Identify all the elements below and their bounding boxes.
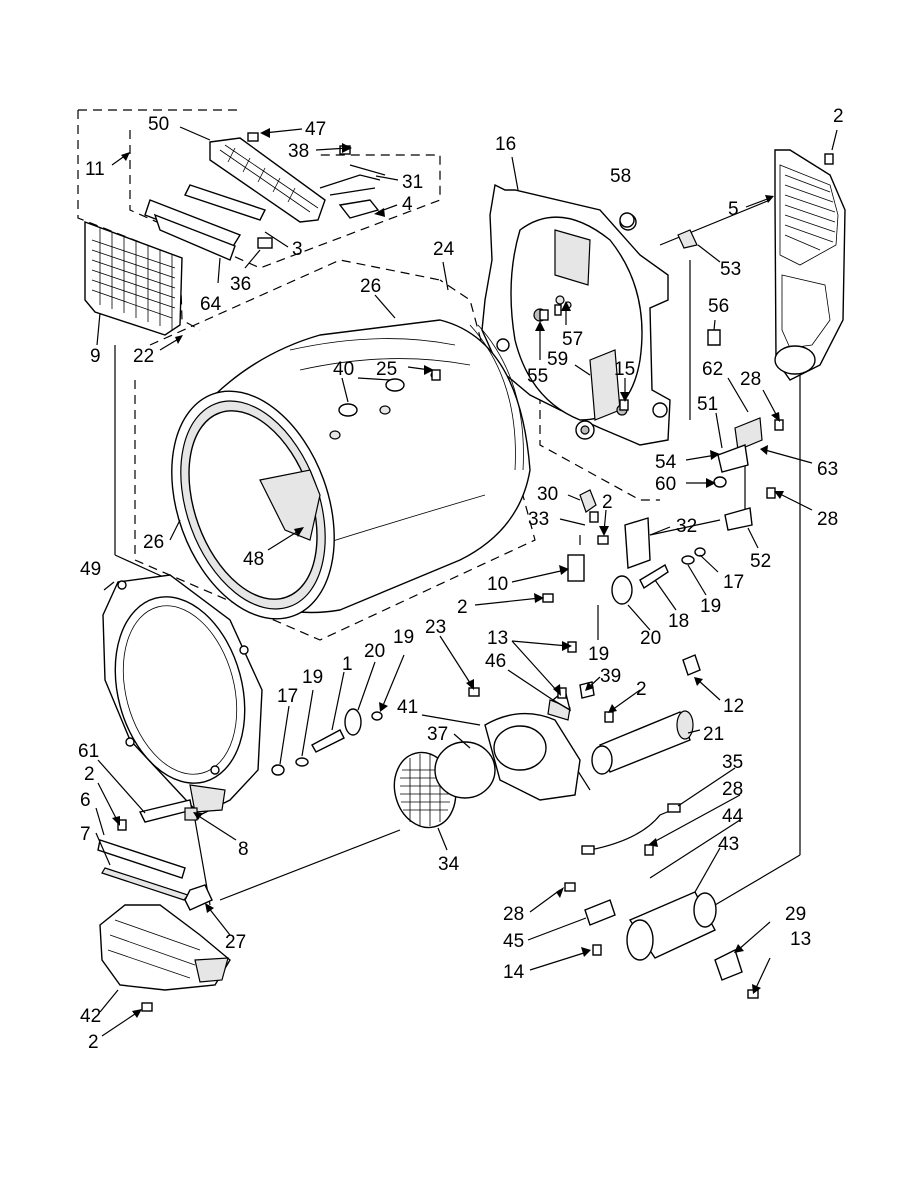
callout-arrows [95,126,838,1037]
rear-bulkhead [481,183,671,446]
callout-5: 5 [728,199,739,220]
callout-32: 32 [676,516,697,537]
callout-7: 7 [80,824,91,845]
callout-17-right: 17 [723,572,744,593]
front-lower-parts [97,799,213,911]
blower-housing [434,699,581,801]
callout-19-mid: 19 [588,644,609,665]
callout-22: 22 [133,346,154,367]
callout-35: 35 [722,752,743,773]
dryer-drum [171,319,531,620]
callout-11: 11 [85,159,105,180]
callout-18: 18 [668,611,689,632]
callout-60: 60 [655,474,676,495]
callout-58: 58 [610,166,631,187]
callout-3: 3 [292,239,303,260]
callout-39: 39 [600,666,621,687]
callout-25: 25 [376,359,397,380]
callout-16: 16 [495,134,516,155]
callout-44: 44 [722,806,744,827]
callout-55: 55 [527,366,548,387]
lint-screen [84,220,183,336]
callout-24: 24 [433,239,455,260]
callout-19-right: 19 [700,596,721,617]
callout-59: 59 [547,349,568,370]
callout-2-left: 2 [84,764,95,785]
sensor-clips [319,164,386,219]
callout-45: 45 [503,931,524,952]
misc-parts [271,212,763,981]
callout-1: 1 [342,654,353,675]
callout-13-bottom: 13 [790,929,811,950]
callout-15: 15 [614,359,635,380]
callout-4: 4 [402,194,413,215]
callout-51: 51 [697,394,718,415]
exhaust-tube [591,710,694,775]
callout-64: 64 [200,294,222,315]
callout-57: 57 [562,329,583,350]
callout-34: 34 [438,854,460,875]
callout-2-sensor: 2 [602,492,613,513]
callout-29: 29 [785,904,806,925]
callout-42: 42 [80,1006,101,1027]
lower-duct [99,904,231,991]
callout-26-top: 26 [360,276,381,297]
callout-9: 9 [90,346,101,367]
callout-19-left: 19 [302,667,323,688]
callout-2-bottom: 2 [88,1032,99,1053]
callout-40: 40 [333,359,354,380]
callout-28-a: 28 [740,369,761,390]
callout-23: 23 [425,617,446,638]
callout-49: 49 [80,559,101,580]
callout-2-top-right: 2 [833,106,844,127]
callout-50: 50 [148,114,169,135]
callout-30: 30 [537,484,558,505]
callout-47: 47 [305,119,326,140]
callout-38: 38 [288,141,309,162]
callout-36: 36 [230,274,251,295]
callout-14: 14 [503,962,525,983]
callout-28-c: 28 [722,779,743,800]
callout-27: 27 [225,932,246,953]
callout-6: 6 [80,790,91,811]
lint-housing [144,137,326,261]
callout-54: 54 [655,452,677,473]
callout-8: 8 [238,839,249,860]
callout-37: 37 [427,724,448,745]
callout-41: 41 [397,697,418,718]
callout-61: 61 [78,741,99,762]
callout-20-right: 20 [640,628,661,649]
callout-53: 53 [720,259,741,280]
callout-17-left: 17 [277,686,298,707]
callout-21: 21 [703,724,724,745]
callout-31: 31 [402,172,423,193]
callout-28-d: 28 [503,904,524,925]
callout-63: 63 [817,459,838,480]
callout-20-left: 20 [364,641,385,662]
rear-duct-panel [774,149,846,381]
callout-labels: 50 47 38 11 31 4 3 36 64 9 22 16 58 2 5 … [78,106,844,1053]
callout-43: 43 [718,834,739,855]
callout-52: 52 [750,551,771,572]
callout-33: 33 [528,509,549,530]
callout-13-top: 13 [487,628,508,649]
callout-10: 10 [487,574,508,595]
callout-19-top: 19 [393,627,414,648]
callout-28-b: 28 [817,509,838,530]
callout-48: 48 [243,549,264,570]
callout-56: 56 [708,296,729,317]
callout-2-tube: 2 [636,679,647,700]
callout-62: 62 [702,359,723,380]
callout-26-bottom: 26 [143,532,164,553]
heater-can [626,891,717,961]
callout-12: 12 [723,696,744,717]
callout-46: 46 [485,651,506,672]
callout-2-mid: 2 [457,597,468,618]
front-bulkhead [102,574,263,816]
